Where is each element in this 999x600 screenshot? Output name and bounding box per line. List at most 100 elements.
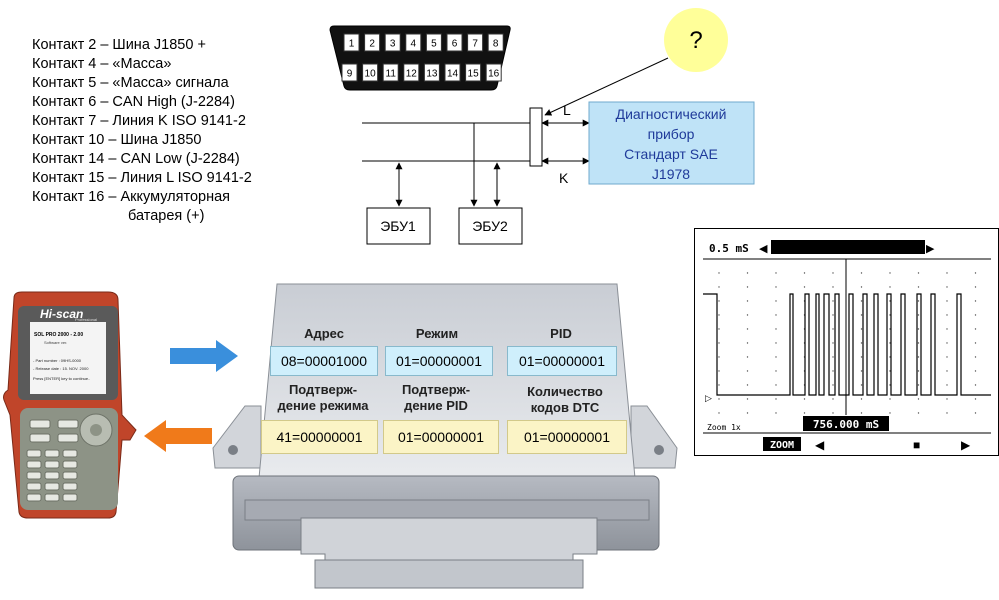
scanner-function-key[interactable] (57, 419, 79, 429)
grid-dot (917, 286, 920, 288)
zoom-button-label[interactable]: ZOOM (770, 440, 794, 451)
device-line: Стандарт SAE (624, 146, 718, 162)
ecu-value-mode-ack: 41=00000001 (261, 420, 378, 454)
connector-pin-label: 10 (365, 69, 377, 80)
grid-dot (917, 272, 920, 274)
pinout-line: Контакт 16 – Аккумуляторная (32, 189, 231, 205)
connector-pin-label: 5 (431, 39, 437, 50)
ecu-bracket-hole-left (228, 445, 238, 455)
question-mark: ? (689, 27, 702, 54)
scanner-key[interactable] (26, 493, 42, 502)
grid-dot (718, 370, 720, 372)
grid-dot (746, 398, 749, 400)
ecu-rail (244, 499, 650, 521)
grid-dot (718, 356, 720, 358)
scan-tool: Hi-scan Professional SOL PRO 2000 - 2.00… (3, 291, 137, 519)
trigger-marker-icon: ▷ (705, 393, 712, 403)
grid-dot (832, 412, 834, 414)
connector-pin-label: 1 (349, 39, 355, 50)
ecu-bracket-hole-right (654, 445, 664, 455)
grid-dot (718, 398, 720, 400)
scanner-function-key[interactable] (29, 433, 51, 443)
scanner-key[interactable] (44, 449, 60, 458)
scroll-left-icon[interactable]: ◀ (759, 243, 768, 255)
connector-pin (446, 33, 463, 52)
device-line: прибор (648, 126, 695, 142)
scanner-key[interactable] (26, 482, 42, 491)
grid-dot (832, 328, 834, 330)
scanner-key[interactable] (26, 449, 42, 458)
cursor-time-box (803, 416, 889, 431)
grid-dot (889, 384, 891, 386)
scanner-key[interactable] (44, 493, 60, 502)
scanner-key[interactable] (62, 493, 78, 502)
grid-dot (832, 286, 834, 288)
grid-dot (889, 286, 891, 288)
junction-block (529, 107, 543, 167)
grid-dot (718, 342, 720, 344)
scanner-key[interactable] (62, 449, 78, 458)
question-arrow (544, 57, 669, 116)
grid-dot (889, 300, 891, 302)
grid-dot (946, 300, 948, 302)
connector-pin-label: 16 (488, 69, 500, 80)
scroll-right-icon[interactable]: ▶ (926, 243, 935, 255)
scanner-key[interactable] (44, 471, 60, 480)
scanner-key[interactable] (62, 482, 78, 491)
connector-pin-label: 9 (347, 69, 353, 80)
pinout-line: Контакт 10 – Шина J1850 (32, 132, 202, 148)
connector-pin-label: 4 (411, 39, 417, 50)
scroll-position-bar[interactable] (771, 240, 925, 254)
pinout-line: Контакт 14 – CAN Low (J-2284) (32, 151, 240, 167)
scanner-key[interactable] (62, 471, 78, 480)
grid-dot (746, 286, 749, 288)
grid-dot (832, 342, 834, 344)
connector-pin-label: 14 (447, 69, 459, 80)
scanner-key[interactable] (62, 460, 78, 469)
scanner-function-key[interactable] (57, 433, 79, 443)
grid-dot (917, 412, 920, 414)
grid-dot (746, 356, 749, 358)
grid-dot (803, 272, 806, 274)
zoom-button[interactable] (763, 437, 801, 451)
scanner-key[interactable] (44, 460, 60, 469)
grid-dot (775, 300, 777, 302)
grid-dot (974, 286, 977, 288)
scanner-key[interactable] (26, 471, 42, 480)
timebase-readout: 0.5 mS (709, 242, 749, 255)
grid-dot (917, 370, 920, 372)
nav-right-icon[interactable]: ▶ (961, 438, 971, 452)
connector-pin (343, 33, 360, 52)
oscilloscope-panel: 0.5 mS ◀ ▶ ▷ 756.000 mS Zoom 1x ZOOM ◀ ■… (694, 228, 999, 456)
ecu-bracket-left (212, 405, 262, 469)
grid-dot (974, 412, 977, 414)
grid-dot (889, 272, 891, 274)
nav-left-icon[interactable]: ◀ (815, 438, 825, 452)
stop-icon[interactable]: ■ (913, 438, 920, 452)
grid-dot (974, 370, 977, 372)
ecu-label: Режим (415, 326, 459, 341)
scanner-key[interactable] (26, 460, 42, 469)
grid-dot (917, 384, 920, 386)
diagnostic-device-box (588, 101, 755, 185)
scanner-dpad-center[interactable] (90, 424, 102, 436)
cursor-time-readout: 756.000 mS (813, 418, 879, 431)
grid-dot (718, 300, 720, 302)
arrow-right-icon (170, 340, 238, 372)
grid-dot (775, 412, 777, 414)
scanner-function-key[interactable] (29, 419, 51, 429)
grid-dot (860, 272, 863, 274)
grid-dot (860, 384, 863, 386)
scanner-screen-line: - Part number : 09HS-0000 (33, 358, 82, 363)
scanner-key[interactable] (44, 482, 60, 491)
grid-dot (718, 286, 720, 288)
grid-dot (946, 398, 948, 400)
grid-dot (974, 342, 977, 344)
grid-dot (974, 398, 977, 400)
ecu-bracket-right (630, 405, 678, 469)
grid-dot (974, 300, 977, 302)
ecu-label-line: кодов DTC (530, 400, 600, 415)
grid-dot (946, 328, 948, 330)
grid-dot (974, 356, 977, 358)
